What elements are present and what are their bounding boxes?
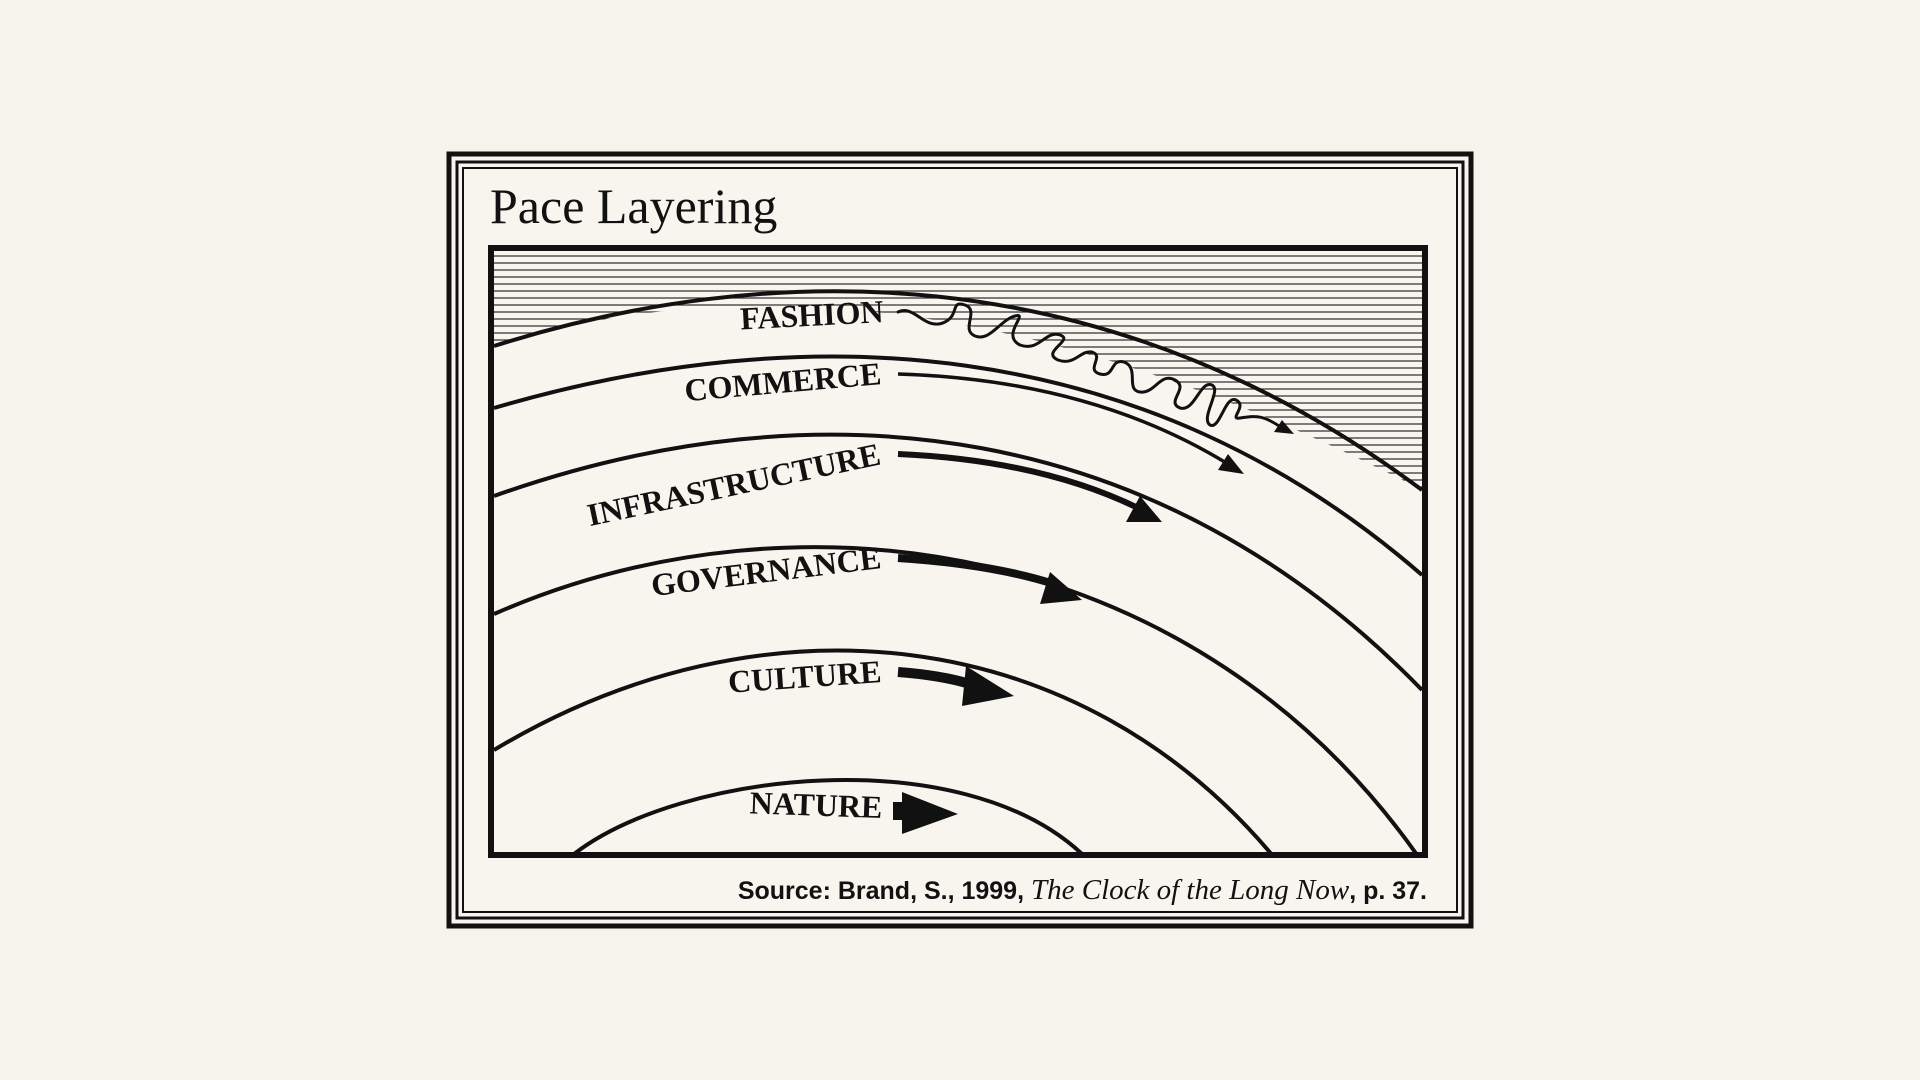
arc-fashion-top: [493, 289, 1423, 492]
infrastructure-arrow: [897, 451, 1140, 511]
governance-arrow: [897, 554, 1056, 588]
source-suffix: , p. 37.: [1349, 877, 1427, 905]
fashion-arrowhead: [1274, 420, 1294, 434]
infrastructure-arrowhead: [1126, 496, 1162, 522]
culture-arrow: [897, 667, 972, 689]
culture-arrowhead: [962, 666, 1014, 706]
frame-outer: [446, 151, 1474, 929]
frame-middle: [455, 160, 1465, 920]
label-fashion: FASHION: [739, 293, 884, 336]
governance-arrowhead: [1040, 572, 1082, 604]
label-nature: NATURE: [749, 784, 883, 825]
fashion-squiggle-arrow: [896, 302, 1284, 430]
commerce-arrowhead: [1218, 454, 1244, 474]
arc-commerce-bottom: [493, 432, 1423, 692]
source-prefix: Source: Brand, S., 1999,: [738, 877, 1031, 905]
frame-inner: [462, 167, 1458, 913]
diagram-title: Pace Layering: [490, 178, 777, 234]
diagram-border: [488, 245, 1428, 858]
fashion-band-fill: [494, 305, 1422, 500]
arc-culture-bottom: [572, 778, 1084, 854]
arc-fashion-bottom: [493, 354, 1423, 577]
arc-governance-bottom: [493, 648, 1274, 854]
nature-arrowhead: [902, 792, 958, 834]
commerce-arrow: [897, 372, 1229, 466]
source-citation: Source: Brand, S., 1999, The Clock of th…: [738, 874, 1427, 906]
source-book-title: The Clock of the Long Now: [1031, 874, 1350, 906]
